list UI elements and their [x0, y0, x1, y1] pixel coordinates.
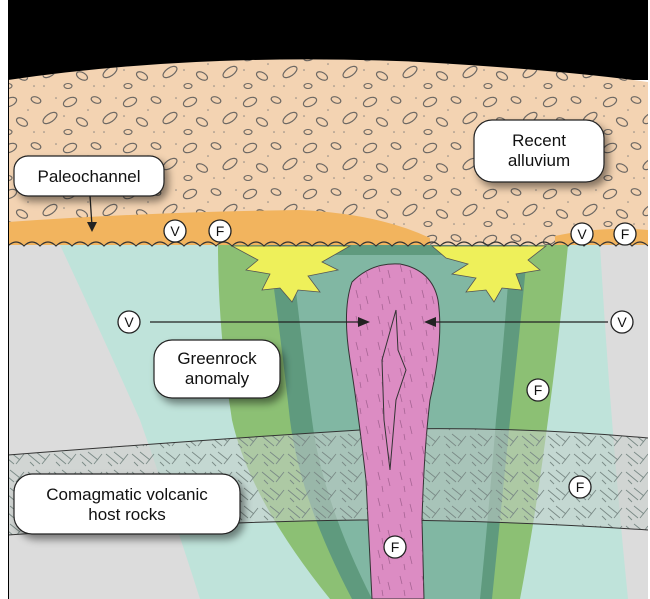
svg-text:F: F	[391, 539, 400, 555]
label-greenrock-anomaly-line1: Greenrock	[177, 349, 257, 368]
label-greenrock-anomaly-line2: anomaly	[185, 369, 250, 388]
svg-text:F: F	[534, 382, 543, 398]
callout-host-rocks	[14, 474, 240, 534]
svg-text:V: V	[577, 226, 587, 242]
marker-f-dike: F	[384, 536, 406, 558]
marker-v-right-arrow: V	[611, 311, 633, 333]
label-host-rocks-line2: host rocks	[88, 505, 165, 524]
svg-text:F: F	[621, 226, 630, 242]
marker-v-left-arrow: V	[118, 311, 140, 333]
svg-text:V: V	[170, 223, 180, 239]
label-host-rocks-line1: Comagmatic volcanic	[46, 485, 208, 504]
svg-text:F: F	[576, 479, 585, 495]
marker-v-paleochannel: V	[164, 220, 186, 242]
label-recent-alluvium-line1: Recent	[512, 131, 566, 150]
label-paleochannel: Paleochannel	[37, 167, 140, 186]
marker-f-halo: F	[527, 379, 549, 401]
marker-f-host: F	[569, 476, 591, 498]
svg-text:V: V	[617, 314, 627, 330]
marker-f-right-surface: F	[614, 223, 636, 245]
svg-text:F: F	[216, 223, 225, 239]
marker-f-paleochannel: F	[209, 220, 231, 242]
svg-text:V: V	[124, 314, 134, 330]
label-recent-alluvium-line2: alluvium	[508, 151, 570, 170]
marker-v-right-surface: V	[571, 223, 593, 245]
